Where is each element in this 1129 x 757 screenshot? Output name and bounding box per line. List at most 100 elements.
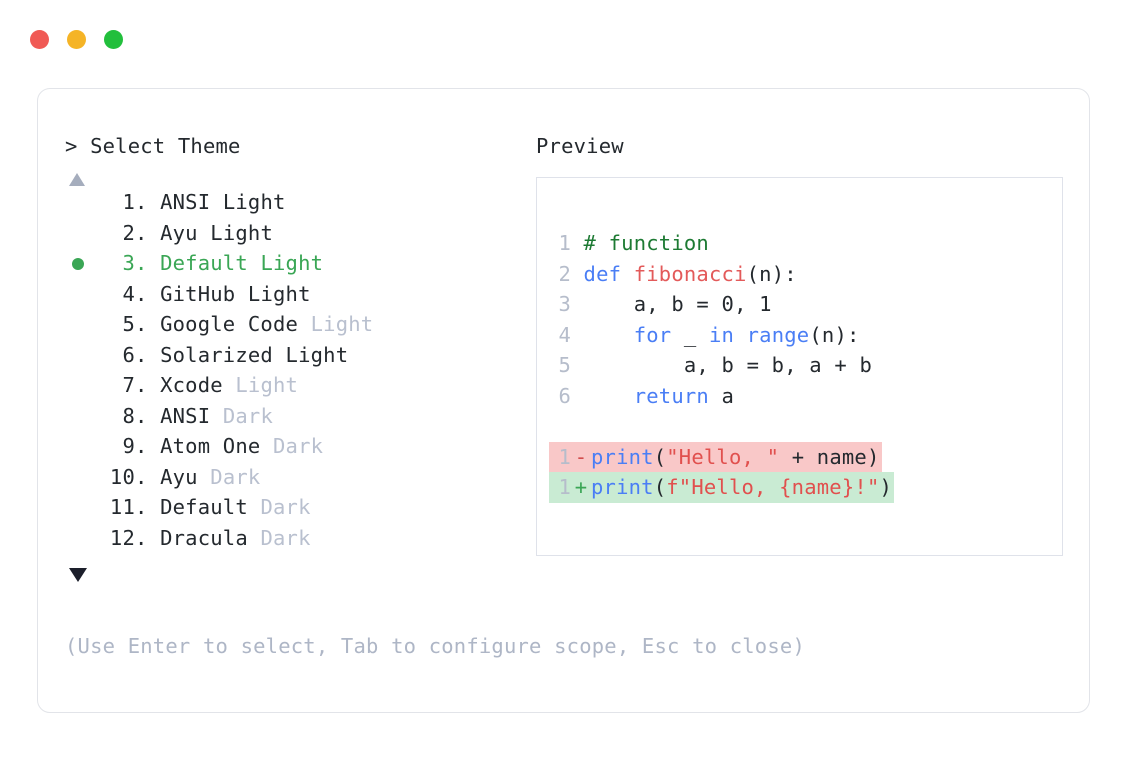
theme-list-item[interactable]: 2. Ayu Light [65, 221, 535, 252]
code-line: 6 return a [549, 381, 894, 412]
code-token: + name) [779, 444, 880, 469]
code-token [584, 384, 634, 408]
code-token: fibonacci [633, 261, 747, 286]
diff-line-number: 1 [558, 475, 571, 499]
theme-list-item[interactable]: 11. Default Dark [65, 495, 535, 526]
theme-item-name: Xcode [160, 373, 223, 397]
code-line-number: 1 [558, 231, 571, 255]
code-line-content: return a [584, 384, 735, 408]
diff-line-content: print(f"Hello, {name}!") [591, 475, 892, 499]
theme-item-index: 11 [109, 495, 135, 519]
theme-item-name: Atom One [160, 434, 261, 458]
theme-item-separator: . [135, 220, 161, 245]
code-token: "Hello, " [666, 444, 780, 469]
theme-item-separator: . [135, 342, 161, 367]
theme-item-space [248, 251, 261, 275]
gutter-gap [571, 231, 584, 255]
code-line: 4 for _ in range(n): [549, 320, 894, 351]
code-line: 5 a, b = b, a + b [549, 350, 894, 381]
theme-item-separator: . [135, 281, 161, 306]
selected-bullet-icon [72, 258, 84, 270]
theme-item-space [198, 221, 211, 245]
theme-item-name: Solarized [160, 342, 273, 367]
code-token: a [708, 383, 735, 408]
gutter-gap [571, 323, 584, 347]
theme-item-separator: . [135, 464, 161, 489]
prompt-heading: > Select Theme [65, 134, 241, 158]
theme-list-item[interactable]: 5. Google Code Light [65, 312, 535, 343]
diff-line-number: 1 [558, 444, 571, 469]
theme-item-space [223, 373, 236, 397]
theme-item-tag: Light [260, 251, 324, 275]
code-token: (n): [809, 322, 860, 347]
theme-item-space [235, 282, 248, 306]
theme-item-tag: Light [247, 281, 311, 306]
theme-item-tag: Light [210, 220, 273, 245]
scroll-down-icon[interactable] [69, 568, 87, 582]
code-token: , [734, 292, 760, 316]
theme-item-tag: Light [310, 312, 374, 336]
theme-item-separator: . [135, 373, 161, 397]
close-button[interactable] [30, 30, 49, 49]
code-line-content: def fibonacci(n): [584, 262, 797, 286]
theme-list-item[interactable]: 10. Ayu Dark [65, 465, 535, 496]
theme-item-name: ANSI [160, 190, 211, 214]
theme-list-item[interactable]: 7. Xcode Light [65, 373, 535, 404]
theme-list-item[interactable]: 3. Default Light [65, 251, 535, 282]
theme-item-tag: Light [285, 342, 349, 367]
window-traffic-lights [30, 30, 123, 49]
code-line: 3 a, b = 0, 1 [549, 289, 894, 320]
scroll-up-icon[interactable] [69, 173, 85, 186]
code-token: ( [653, 475, 667, 499]
code-token: def [583, 261, 634, 286]
theme-item-name: Default [160, 495, 248, 519]
code-token [734, 323, 747, 347]
code-token: ) [879, 475, 893, 499]
code-token: a, b = [583, 292, 722, 316]
preview-heading: Preview [536, 134, 624, 158]
theme-item-separator: . [135, 312, 161, 336]
diff-row: 1-print("Hello, " + name) [549, 441, 894, 472]
theme-list-item[interactable]: 4. GitHub Light [65, 282, 535, 313]
theme-item-tag: Dark [210, 464, 261, 489]
theme-list-item[interactable]: 9. Atom One Dark [65, 434, 535, 465]
code-line-content: # function [584, 231, 709, 255]
theme-item-tag: Light [235, 373, 299, 397]
theme-item-separator: . [135, 495, 161, 519]
gutter-gap [571, 292, 584, 316]
theme-item-space [298, 312, 311, 336]
code-line: 1 # function [549, 228, 894, 259]
theme-list-item[interactable]: 8. ANSI Dark [65, 404, 535, 435]
theme-list-item[interactable]: 12. Dracula Dark [65, 526, 535, 557]
theme-item-index: 1 [122, 190, 135, 214]
diff-row: 1+print(f"Hello, {name}!") [549, 472, 895, 503]
code-token: # function [583, 231, 709, 255]
theme-item-separator: . [135, 251, 161, 275]
theme-item-tag: Dark [260, 495, 311, 519]
theme-item-name: Default [160, 251, 248, 275]
theme-item-name: Ayu [160, 220, 198, 245]
theme-list-item[interactable]: 6. Solarized Light [65, 343, 535, 374]
theme-item-index: 6 [122, 342, 135, 367]
diff-added-line: 1+print(f"Hello, {name}!") [549, 472, 895, 503]
code-line-content: for _ in range(n): [584, 323, 860, 347]
code-token: (n): [746, 261, 797, 286]
theme-item-space [198, 465, 211, 489]
code-token: ( [653, 444, 667, 469]
theme-item-index: 3 [122, 251, 135, 275]
theme-list-item[interactable]: 1. ANSI Light [65, 190, 535, 221]
theme-item-name: Google Code [160, 312, 299, 336]
code-token: print [591, 475, 654, 499]
maximize-button[interactable] [104, 30, 123, 49]
theme-item-separator: . [135, 434, 161, 458]
minimize-button[interactable] [67, 30, 86, 49]
theme-item-separator: . [135, 403, 161, 428]
theme-item-tag: Dark [260, 525, 311, 550]
theme-item-index: 4 [122, 281, 135, 306]
